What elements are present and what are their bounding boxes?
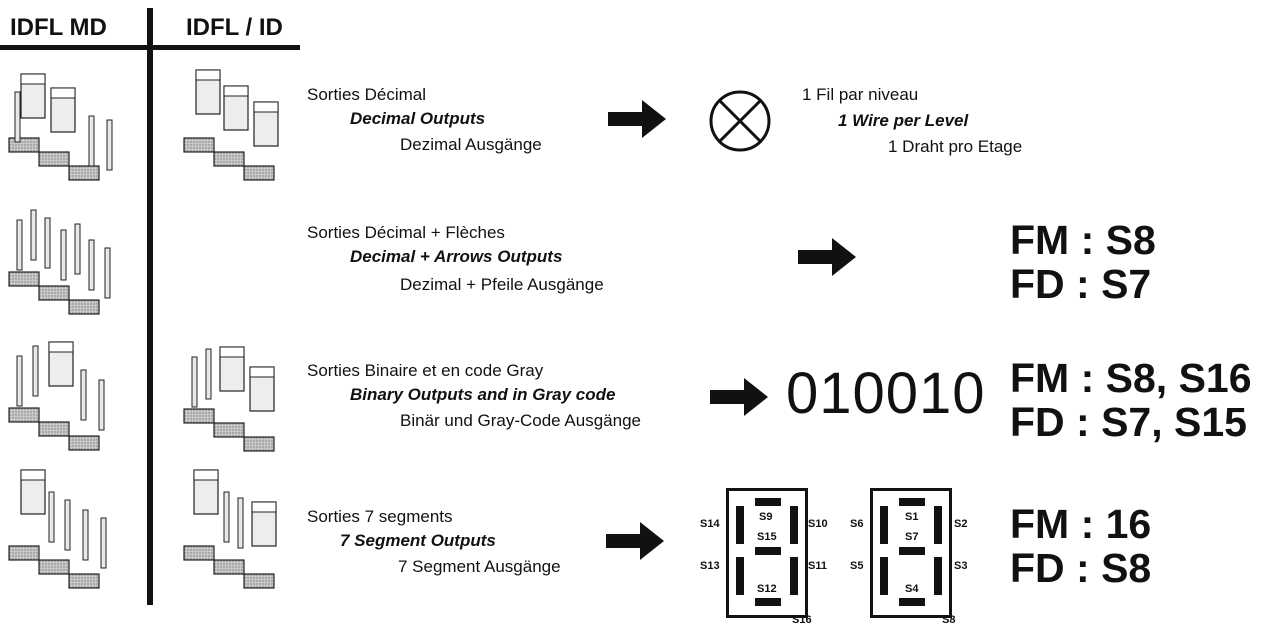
row3-fd: FD : S7, S15 (1010, 399, 1247, 445)
arrow-right-icon (606, 522, 664, 560)
seg-label-left-bottom: S5 (850, 560, 864, 572)
seg-label-middle: S15 (757, 531, 777, 543)
row1-result-de: 1 Draht pro Etage (888, 137, 1023, 156)
row3-label-en: Binary Outputs and in Gray code (350, 385, 616, 404)
row2-label-en: Decimal + Arrows Outputs (350, 247, 563, 266)
jumper-block-icon (8, 73, 113, 181)
seg-label-bottom: S4 (905, 583, 919, 595)
segment-middle (899, 547, 925, 555)
seg-label-right-bottom: S3 (954, 560, 968, 572)
jumper-block-icon (8, 341, 105, 451)
row3-label-fr: Sorties Binaire et en code Gray (307, 361, 544, 380)
seg-label-right-bottom: S11 (808, 560, 827, 572)
column-divider (147, 8, 153, 605)
seg-label-right-top: S2 (954, 518, 968, 530)
segment-left-bottom (736, 557, 744, 595)
segment-middle (755, 547, 781, 555)
segment-left-top (880, 506, 888, 544)
segment-left-bottom (880, 557, 888, 595)
segment-top (755, 498, 781, 506)
arrow-right-icon (710, 378, 768, 416)
row4-fd: FD : S8 (1010, 545, 1152, 591)
seg-label-top: S1 (905, 511, 919, 523)
row1-result-fr: 1 Fil par niveau (802, 85, 919, 104)
row4-label-fr: Sorties 7 segments (307, 507, 453, 526)
row2-label-de: Dezimal + Pfeile Ausgänge (400, 275, 604, 294)
row4-label-en: 7 Segment Outputs (340, 531, 496, 550)
segment-left-top (736, 506, 744, 544)
binary-code: 010010 (786, 361, 986, 426)
row4-label-de: 7 Segment Ausgänge (398, 557, 561, 576)
jumper-block-icon (183, 69, 279, 181)
seg-label-right-top: S10 (808, 518, 828, 530)
jumper-block-icon (183, 346, 275, 452)
segment-top (899, 498, 925, 506)
jumper-block-icon (183, 469, 277, 589)
lamp-cross-icon (709, 90, 771, 152)
seg-label-top: S9 (759, 511, 773, 523)
row2-fd: FD : S7 (1010, 261, 1152, 307)
segment-bottom (899, 598, 925, 606)
row1-label-en: Decimal Outputs (350, 109, 486, 128)
row1-label-fr: Sorties Décimal (307, 85, 427, 104)
row1-result-en: 1 Wire per Level (838, 111, 969, 130)
row1-label-de: Dezimal Ausgänge (400, 135, 542, 154)
seg-label-left-top: S14 (700, 518, 720, 530)
row3-fm: FM : S8, S16 (1010, 355, 1252, 401)
arrow-right-icon (798, 238, 856, 276)
row3-label-de: Binär und Gray-Code Ausgänge (400, 411, 641, 430)
seg-label-corner: S8 (942, 614, 956, 626)
segment-right-bottom (790, 557, 798, 595)
seg-label-middle: S7 (905, 531, 919, 543)
segment-right-top (790, 506, 798, 544)
row2-fm: FM : S8 (1010, 217, 1156, 263)
header-idfl-md: IDFL MD (10, 14, 107, 41)
seg-label-bottom: S12 (757, 583, 777, 595)
seg-label-left-bottom: S13 (700, 560, 720, 572)
segment-right-top (934, 506, 942, 544)
row2-label-fr: Sorties Décimal + Flèches (307, 223, 505, 242)
segment-right-bottom (934, 557, 942, 595)
seg-label-left-top: S6 (850, 518, 864, 530)
jumper-block-icon (8, 469, 107, 589)
seven-segment-icon: S9 S15 S12 (726, 488, 808, 618)
seven-segment-icon: S1 S7 S4 (870, 488, 952, 618)
segment-bottom (755, 598, 781, 606)
arrow-right-icon (608, 100, 666, 138)
row4-fm: FM : 16 (1010, 501, 1152, 547)
header-idfl-id: IDFL / ID (186, 14, 283, 41)
seg-label-corner: S16 (792, 614, 812, 626)
jumper-block-icon (8, 209, 111, 315)
